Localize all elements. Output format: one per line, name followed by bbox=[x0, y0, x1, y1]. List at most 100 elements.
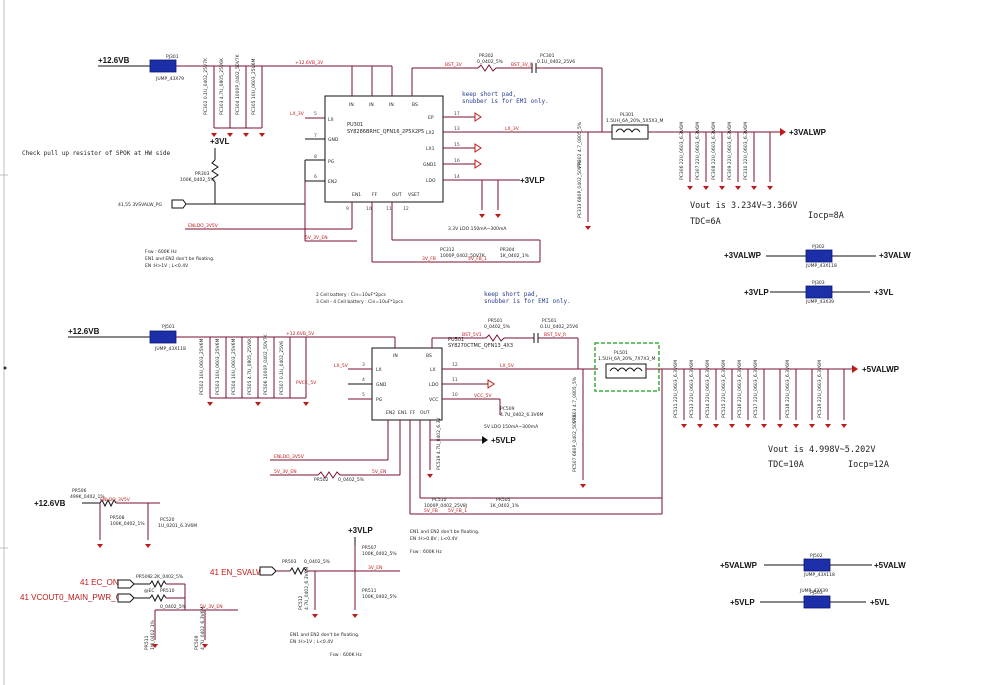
svg-text:BST_5V1: BST_5V1 bbox=[462, 332, 482, 338]
svg-text:15: 15 bbox=[454, 142, 460, 148]
svg-text:+12.6VB_5V: +12.6VB_5V bbox=[286, 331, 315, 337]
svg-text:PR302: PR302 bbox=[479, 53, 494, 59]
svg-text:Iocp=12A: Iocp=12A bbox=[848, 460, 889, 470]
svg-text:+5VALW: +5VALW bbox=[874, 561, 906, 570]
svg-text:EN2: EN2 bbox=[386, 410, 395, 416]
jumper-pj301 bbox=[149, 59, 177, 73]
svg-text:PL501: PL501 bbox=[614, 350, 628, 356]
svg-text:PR511: PR511 bbox=[144, 635, 150, 650]
svg-text:PR506: PR506 bbox=[72, 488, 87, 494]
svg-text:VCC: VCC bbox=[429, 397, 438, 403]
svg-text:6: 6 bbox=[314, 174, 317, 180]
svg-text:100K_0402_1%: 100K_0402_1% bbox=[110, 521, 145, 527]
svg-text:1K_0402_1%: 1K_0402_1% bbox=[490, 503, 520, 509]
svg-text:JUMP_43X118: JUMP_43X118 bbox=[803, 572, 835, 578]
svg-text:JUMP_43X79: JUMP_43X79 bbox=[155, 76, 184, 82]
svg-text:snubber is for EMI only.: snubber is for EMI only. bbox=[462, 98, 549, 105]
svg-text:PR509: PR509 bbox=[136, 574, 151, 580]
svg-text:3.3V LDO 150mA~300mA: 3.3V LDO 150mA~300mA bbox=[448, 226, 507, 232]
svg-text:TDC=10A: TDC=10A bbox=[768, 460, 804, 470]
svg-text:100K_0402_5%: 100K_0402_5% bbox=[362, 594, 397, 600]
svg-text:GND1: GND1 bbox=[423, 162, 436, 168]
svg-text:41,55 3VSVALW_PG: 41,55 3VSVALW_PG bbox=[118, 202, 162, 208]
svg-text:PC515 22U_0603_6.3V6M: PC515 22U_0603_6.3V6M bbox=[721, 360, 727, 418]
svg-text:PC504 10U_0603_25V6M: PC504 10U_0603_25V6M bbox=[231, 338, 237, 395]
svg-text:5V_3V_EN: 5V_3V_EN bbox=[274, 469, 297, 475]
svg-text:ENLDO_3V5V: ENLDO_3V5V bbox=[274, 454, 305, 460]
svg-text:PC302 0.1U_0402_25V7K: PC302 0.1U_0402_25V7K bbox=[203, 57, 209, 115]
svg-text:EN :H>0.8V ; L<0.4V: EN :H>0.8V ; L<0.4V bbox=[410, 536, 458, 542]
svg-text:IN: IN bbox=[389, 102, 394, 108]
svg-text:PC513 22U_0603_6.3V6M: PC513 22U_0603_6.3V6M bbox=[689, 360, 695, 418]
svg-text:ENLDO_3V5V: ENLDO_3V5V bbox=[100, 497, 131, 503]
svg-text:IN: IN bbox=[349, 102, 354, 108]
svg-text:PC306 22U_0603_6.3V6M: PC306 22U_0603_6.3V6M bbox=[679, 122, 685, 180]
svg-text:14: 14 bbox=[454, 174, 460, 180]
svg-text:2.2K_0402_5%: 2.2K_0402_5% bbox=[150, 574, 184, 580]
svg-text:JUMP_43X118: JUMP_43X118 bbox=[154, 346, 186, 352]
svg-text:BS: BS bbox=[412, 102, 418, 108]
svg-text:PVCC_5V: PVCC_5V bbox=[296, 380, 317, 386]
svg-text:1U_0201_6.3V6M: 1U_0201_6.3V6M bbox=[158, 523, 197, 529]
svg-text:PJ303: PJ303 bbox=[812, 280, 825, 286]
svg-text:Vout is 4.998V~5.202V: Vout is 4.998V~5.202V bbox=[768, 445, 875, 455]
svg-text:PU301: PU301 bbox=[347, 122, 363, 128]
svg-text:PC517 22U_0603_6.3V6M: PC517 22U_0603_6.3V6M bbox=[753, 360, 759, 418]
rail-label: +12.6VB bbox=[98, 56, 130, 65]
svg-text:EP: EP bbox=[428, 115, 434, 121]
svg-text:+12.6VB: +12.6VB bbox=[68, 327, 100, 336]
svg-text:EN1: EN1 bbox=[352, 192, 361, 198]
svg-text:JUMP_43X39: JUMP_43X39 bbox=[805, 299, 834, 305]
svg-text:+5VALWP: +5VALWP bbox=[720, 561, 758, 570]
svg-text:PC503 10U_0603_25V6M: PC503 10U_0603_25V6M bbox=[215, 338, 221, 395]
svg-text:@EC: @EC bbox=[144, 588, 155, 594]
svg-text:IN: IN bbox=[369, 102, 374, 108]
svg-text:PR502: PR502 bbox=[314, 477, 329, 483]
svg-text:PR507: PR507 bbox=[362, 545, 377, 551]
svg-text:PC303 4.7U_0805_25V6K: PC303 4.7U_0805_25V6K bbox=[219, 57, 225, 115]
svg-text:+3VLP: +3VLP bbox=[744, 288, 769, 297]
svg-text:GND: GND bbox=[376, 382, 387, 388]
svg-text:PR302 4.7_0805_5%: PR302 4.7_0805_5% bbox=[577, 121, 583, 168]
svg-text:41 EC_ON: 41 EC_ON bbox=[80, 578, 119, 587]
svg-text:PC307 22U_0603_6.3V6M: PC307 22U_0603_6.3V6M bbox=[695, 122, 701, 180]
svg-text:PC506 1000P_0402_50V7K: PC506 1000P_0402_50V7K bbox=[263, 333, 269, 395]
svg-text:+3VALWP: +3VALWP bbox=[724, 251, 762, 260]
svg-text:PC511 22U_0603_6.3V6M: PC511 22U_0603_6.3V6M bbox=[673, 360, 679, 418]
svg-text:9: 9 bbox=[346, 206, 349, 212]
svg-text:EN1: EN1 bbox=[398, 410, 407, 416]
svg-text:5V LDO 150mA~300mA: 5V LDO 150mA~300mA bbox=[484, 424, 539, 430]
svg-text:3V_FB: 3V_FB bbox=[422, 256, 436, 262]
svg-text:3V_EN: 3V_EN bbox=[368, 565, 382, 571]
svg-text:GND: GND bbox=[328, 137, 339, 143]
svg-text:PC507 680P_0402_50V7K: PC507 680P_0402_50V7K bbox=[572, 413, 578, 472]
svg-text:PJ301: PJ301 bbox=[166, 54, 179, 60]
svg-text:VCC_5V: VCC_5V bbox=[474, 393, 492, 399]
svg-text:BST_3V_R: BST_3V_R bbox=[511, 62, 533, 68]
svg-text:PR503: PR503 bbox=[282, 559, 297, 565]
svg-text:11: 11 bbox=[386, 206, 392, 212]
svg-text:PC514 22U_0603_6.3V6M: PC514 22U_0603_6.3V6M bbox=[705, 360, 711, 418]
svg-text:+3VLP: +3VLP bbox=[348, 526, 373, 535]
svg-text:PR510: PR510 bbox=[160, 588, 175, 594]
svg-text:LX1: LX1 bbox=[426, 146, 435, 152]
svg-text:IN: IN bbox=[393, 353, 398, 359]
svg-text:PR303: PR303 bbox=[195, 171, 210, 177]
svg-text:LX_3V: LX_3V bbox=[290, 111, 305, 117]
svg-text:1K_0402_1%: 1K_0402_1% bbox=[500, 253, 530, 259]
svg-text:100K_0402_5%: 100K_0402_5% bbox=[180, 177, 215, 183]
svg-text:12: 12 bbox=[452, 362, 458, 368]
svg-text:Check pull up resistor of SPOK: Check pull up resistor of SPOK at HW sid… bbox=[22, 150, 170, 157]
svg-text:PC510: PC510 bbox=[432, 497, 447, 503]
svg-text:LX_5V: LX_5V bbox=[334, 363, 349, 369]
svg-text:PG: PG bbox=[376, 397, 383, 403]
svg-text:LDO: LDO bbox=[429, 382, 439, 388]
svg-text:PC509: PC509 bbox=[500, 406, 515, 412]
svg-text:3V_FB_1: 3V_FB_1 bbox=[468, 256, 487, 262]
svg-text:PC516 22U_0603_6.3V6M: PC516 22U_0603_6.3V6M bbox=[737, 360, 743, 418]
svg-text:LX: LX bbox=[376, 367, 382, 373]
svg-text:1.5UH_6A_20%_7X7X3_M: 1.5UH_6A_20%_7X7X3_M bbox=[598, 356, 656, 362]
svg-text:PC507 0.1U_0402_25V6: PC507 0.1U_0402_25V6 bbox=[279, 341, 285, 395]
svg-text:EN :H>1V ; L<0.4V: EN :H>1V ; L<0.4V bbox=[145, 263, 189, 269]
